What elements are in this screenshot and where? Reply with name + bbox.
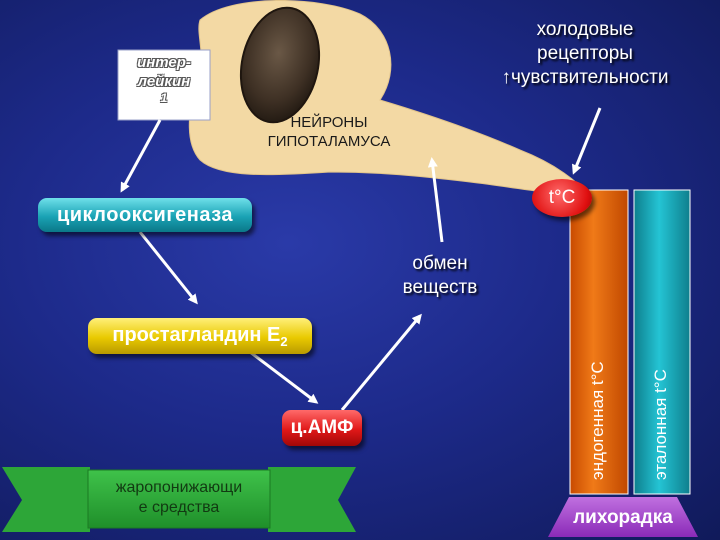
interleukin-line2: лейкин: [137, 73, 191, 90]
prostaglandin-subscript: 2: [280, 334, 288, 349]
reference-temp-bar: [633, 189, 691, 495]
prostaglandin-box: простагландин Е2: [88, 318, 312, 354]
neurons-line2: ГИПОТАЛАМУСА: [267, 133, 391, 150]
metabolism-line2: веществ: [402, 277, 478, 298]
metabolism-label: обмен веществ: [382, 252, 498, 300]
temperature-label: t°C: [548, 187, 576, 208]
antipyretics-line2: е средства: [138, 499, 220, 516]
antipyretics-line1: жаропонижающи: [115, 479, 243, 496]
cyclooxygenase-label: циклооксигеназа: [56, 204, 234, 226]
arrow-cyclooxygenase-to-prostaglandin: [138, 231, 198, 305]
temperature-node: t°C: [532, 179, 592, 217]
camp-label: ц.АМФ: [290, 417, 354, 438]
cold-receptors-line2: рецепторы: [537, 43, 633, 64]
fever-label: лихорадка: [573, 507, 673, 528]
arrow-interleukin-to-cyclooxygenase: [120, 119, 162, 193]
interleukin-line3: 1: [160, 91, 168, 105]
cold-receptors-line1: холодовые: [536, 19, 634, 40]
arrow-camp-to-metabolism: [340, 313, 422, 411]
endogenous-temp-bar: [569, 189, 629, 495]
arrow-receptors-to-temp: [572, 107, 602, 175]
antipyretics-ribbon: [2, 467, 356, 532]
metabolism-line1: обмен: [412, 253, 468, 274]
fever-box: лихорадка: [548, 497, 698, 537]
reference-temp-label: эталонная t°C: [651, 369, 670, 480]
neurons-line1: НЕЙРОНЫ: [290, 114, 368, 131]
endogenous-temp-label: эндогенная t°C: [588, 361, 607, 480]
cold-receptors-line3: ↑чувствительности: [501, 67, 669, 88]
antipyretics-label: жаропонижающи е средства: [88, 478, 270, 518]
interleukin-box: [117, 49, 211, 121]
interleukin-label: интер- лейкин 1: [118, 53, 210, 105]
arrow-metabolism-to-neurons: [427, 157, 444, 243]
arrow-prostaglandin-to-camp: [249, 350, 319, 404]
camp-box: ц.АМФ: [282, 410, 362, 446]
neuron-nucleus: [239, 6, 321, 124]
cyclooxygenase-box: циклооксигеназа: [38, 198, 252, 232]
prostaglandin-label: простагландин Е: [112, 324, 281, 346]
interleukin-line1: интер-: [137, 54, 191, 71]
cold-receptors-label: холодовые рецепторы ↑чувствительности: [470, 18, 700, 90]
neurons-label: НЕЙРОНЫ ГИПОТАЛАМУСА: [236, 113, 422, 151]
